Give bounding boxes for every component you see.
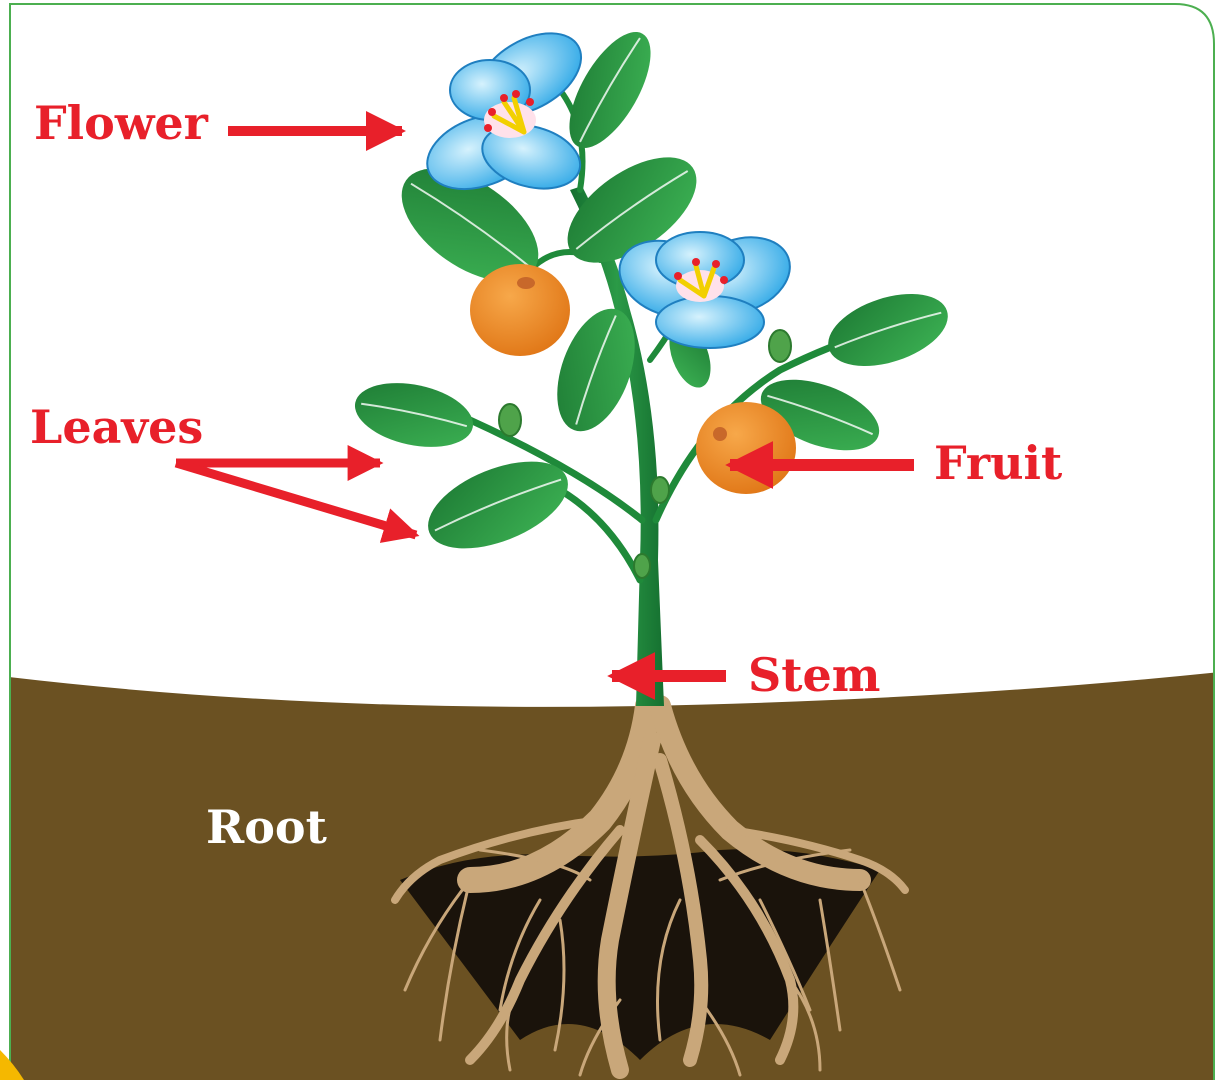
label-leaves: Leaves (30, 404, 203, 450)
label-root: Root (206, 804, 327, 850)
bud (651, 477, 669, 503)
label-fruit: Fruit (934, 440, 1062, 486)
label-stem: Stem (748, 652, 880, 698)
bud (769, 330, 791, 362)
bud (499, 404, 521, 436)
fruit-left (470, 264, 570, 356)
label-flower: Flower (34, 100, 208, 146)
fruit-right (696, 402, 796, 494)
bud (634, 554, 650, 578)
